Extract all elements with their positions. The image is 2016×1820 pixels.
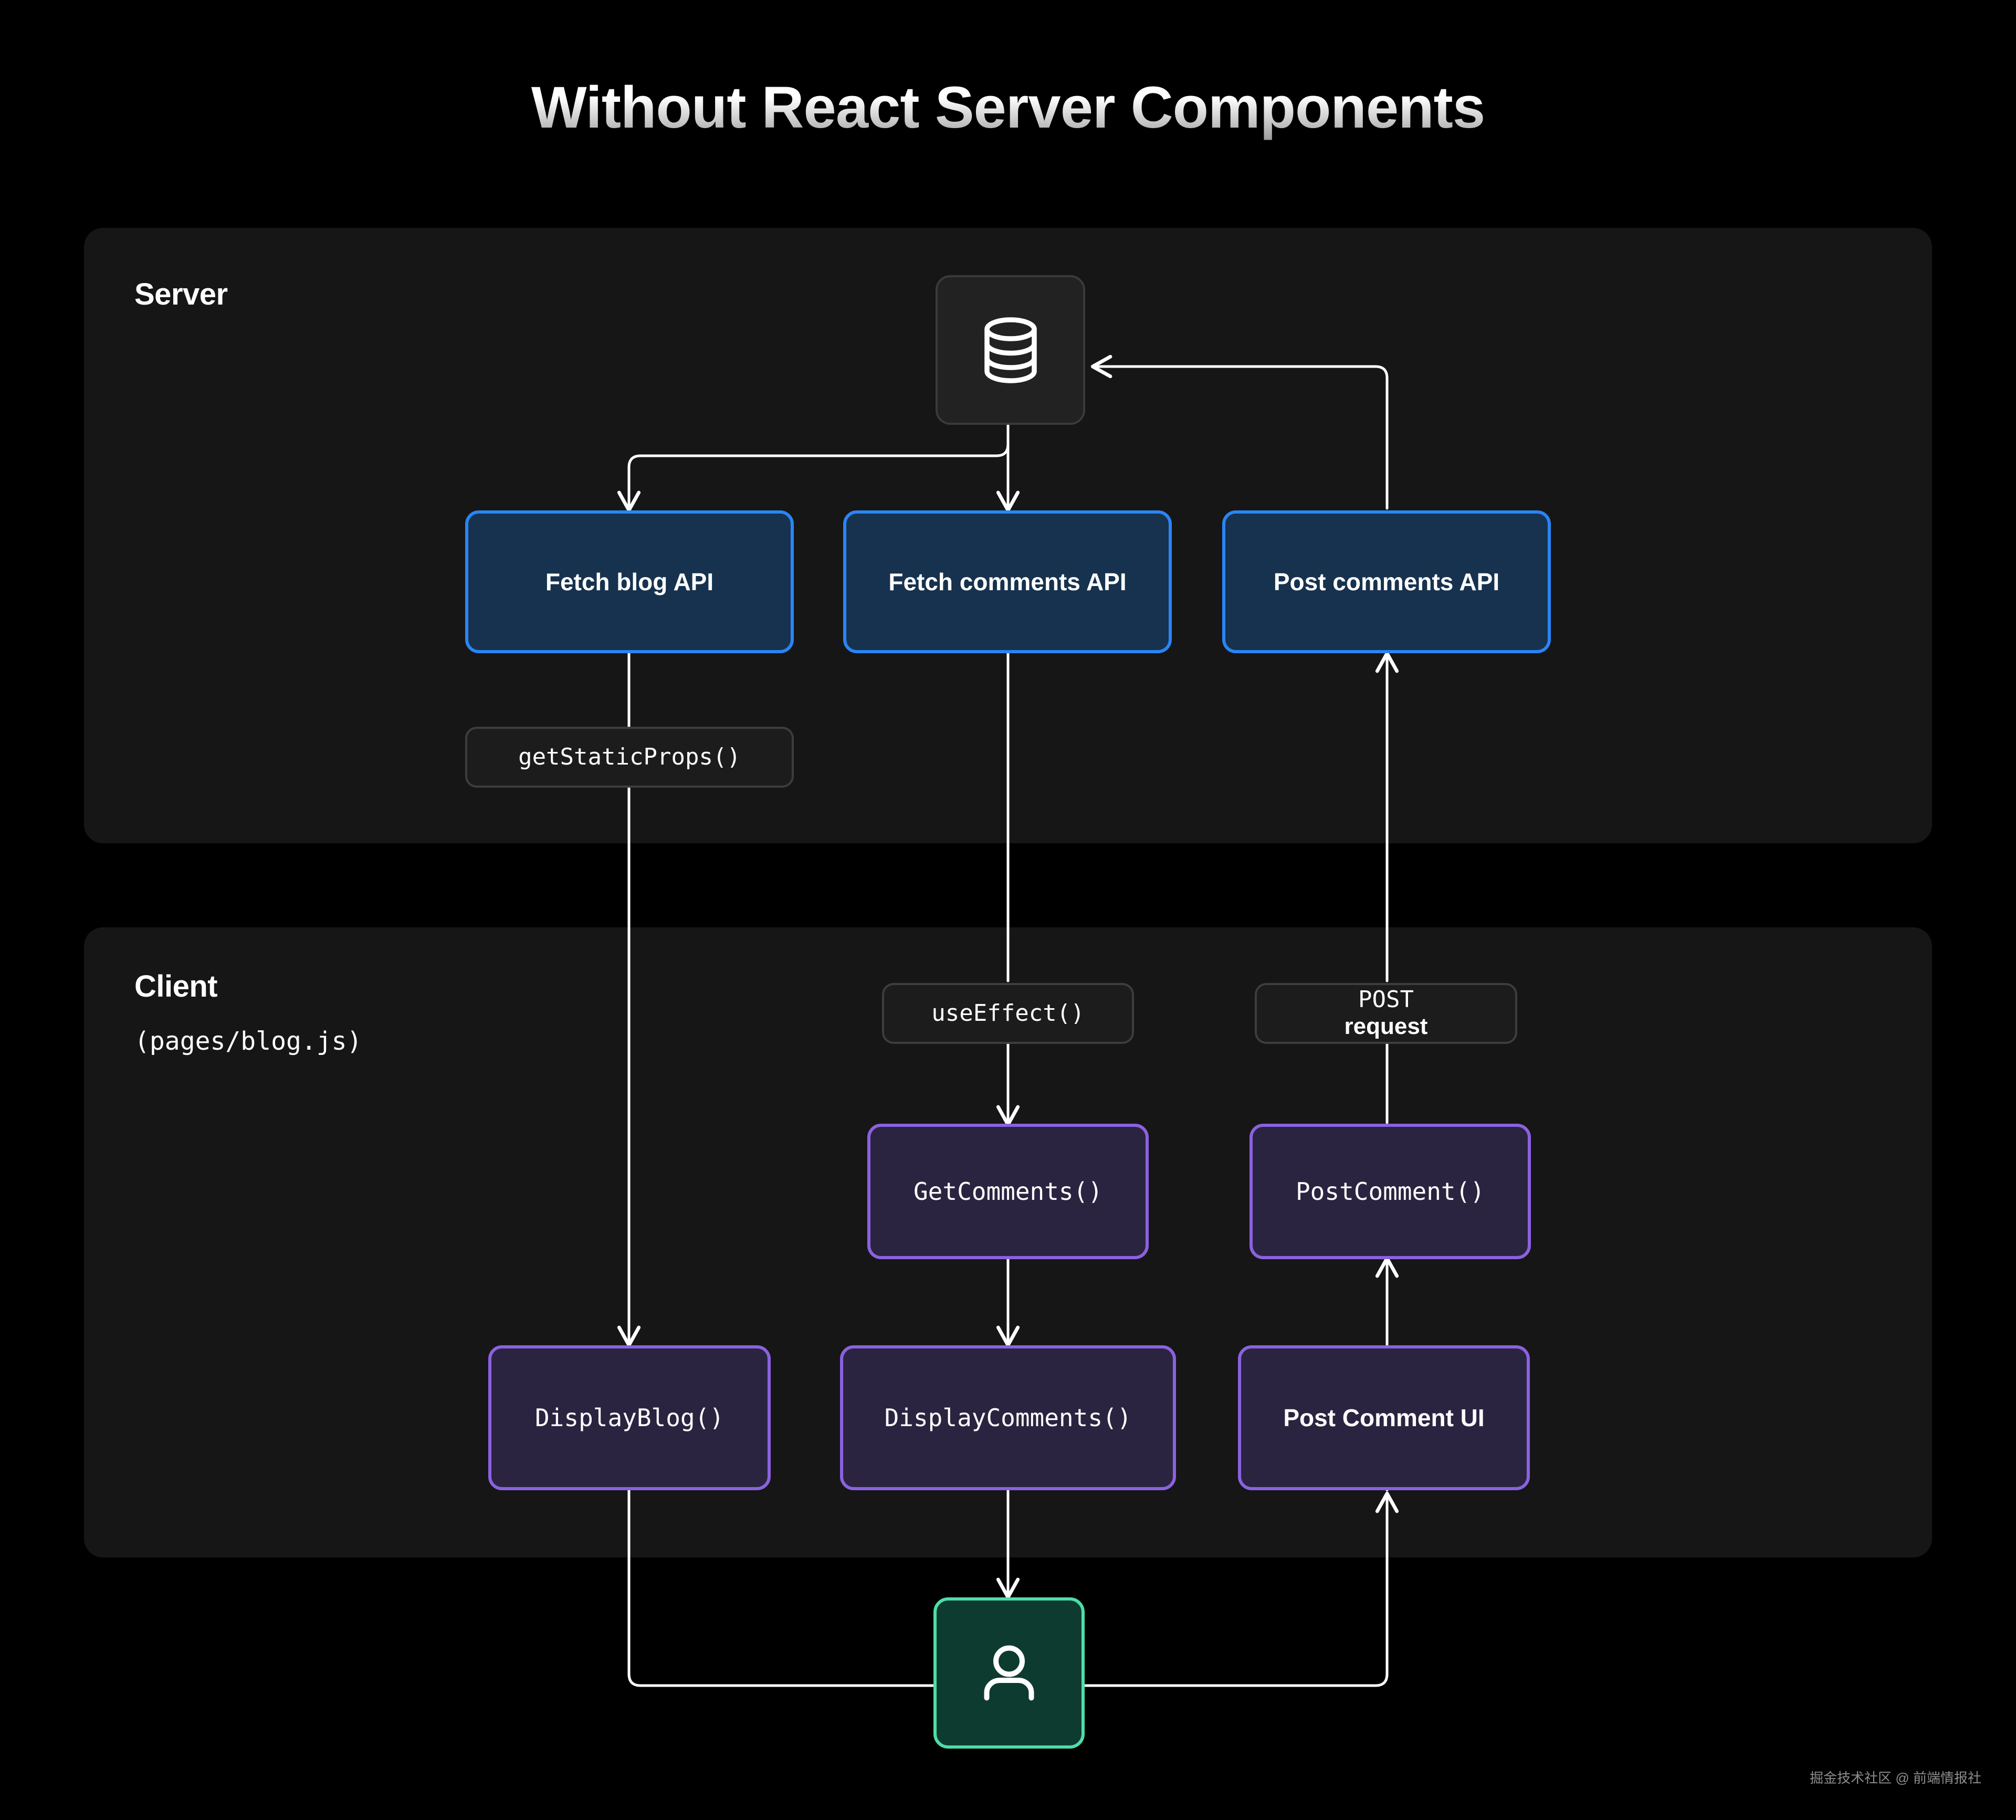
chip-label: getStaticProps() [518, 743, 741, 770]
node-label: DisplayBlog() [534, 1403, 724, 1432]
node-label: PostComment() [1295, 1177, 1485, 1206]
node-label: Fetch comments API [888, 568, 1127, 595]
chip-label-method: POST [1358, 986, 1414, 1013]
client-panel-sublabel: (pages/blog.js) [134, 1027, 362, 1056]
node-display-comments[interactable]: DisplayComments() [840, 1345, 1176, 1490]
node-post-comment-ui[interactable]: Post Comment UI [1238, 1345, 1530, 1490]
node-post-comment[interactable]: PostComment() [1250, 1124, 1531, 1259]
page-title: Without React Server Components [0, 74, 2016, 141]
user-node[interactable] [933, 1597, 1085, 1749]
chip-get-static-props[interactable]: getStaticProps() [465, 727, 794, 788]
chip-label: useEffect() [931, 999, 1085, 1027]
node-label: Fetch blog API [545, 568, 714, 595]
node-label: DisplayComments() [884, 1403, 1132, 1432]
chip-label-request: request [1344, 1013, 1428, 1039]
node-post-comments-api[interactable]: Post comments API [1222, 510, 1551, 653]
node-label: GetComments() [913, 1177, 1103, 1206]
node-display-blog[interactable]: DisplayBlog() [488, 1345, 771, 1490]
node-get-comments[interactable]: GetComments() [867, 1124, 1149, 1259]
node-label: Post Comment UI [1283, 1404, 1485, 1431]
node-fetch-comments-api[interactable]: Fetch comments API [843, 510, 1172, 653]
node-fetch-blog-api[interactable]: Fetch blog API [465, 510, 794, 653]
watermark: 掘金技术社区 @ 前端情报社 [1810, 1770, 1981, 1786]
client-panel-label: Client [134, 969, 218, 1003]
chip-post-request[interactable]: POST request [1255, 983, 1517, 1044]
node-label: Post comments API [1273, 568, 1500, 595]
chip-use-effect[interactable]: useEffect() [882, 983, 1134, 1044]
user-icon [984, 1645, 1034, 1701]
database-icon [984, 317, 1037, 383]
server-panel-label: Server [134, 277, 228, 311]
chip-label: POST request [1335, 987, 1437, 1040]
database-node[interactable] [936, 275, 1085, 425]
